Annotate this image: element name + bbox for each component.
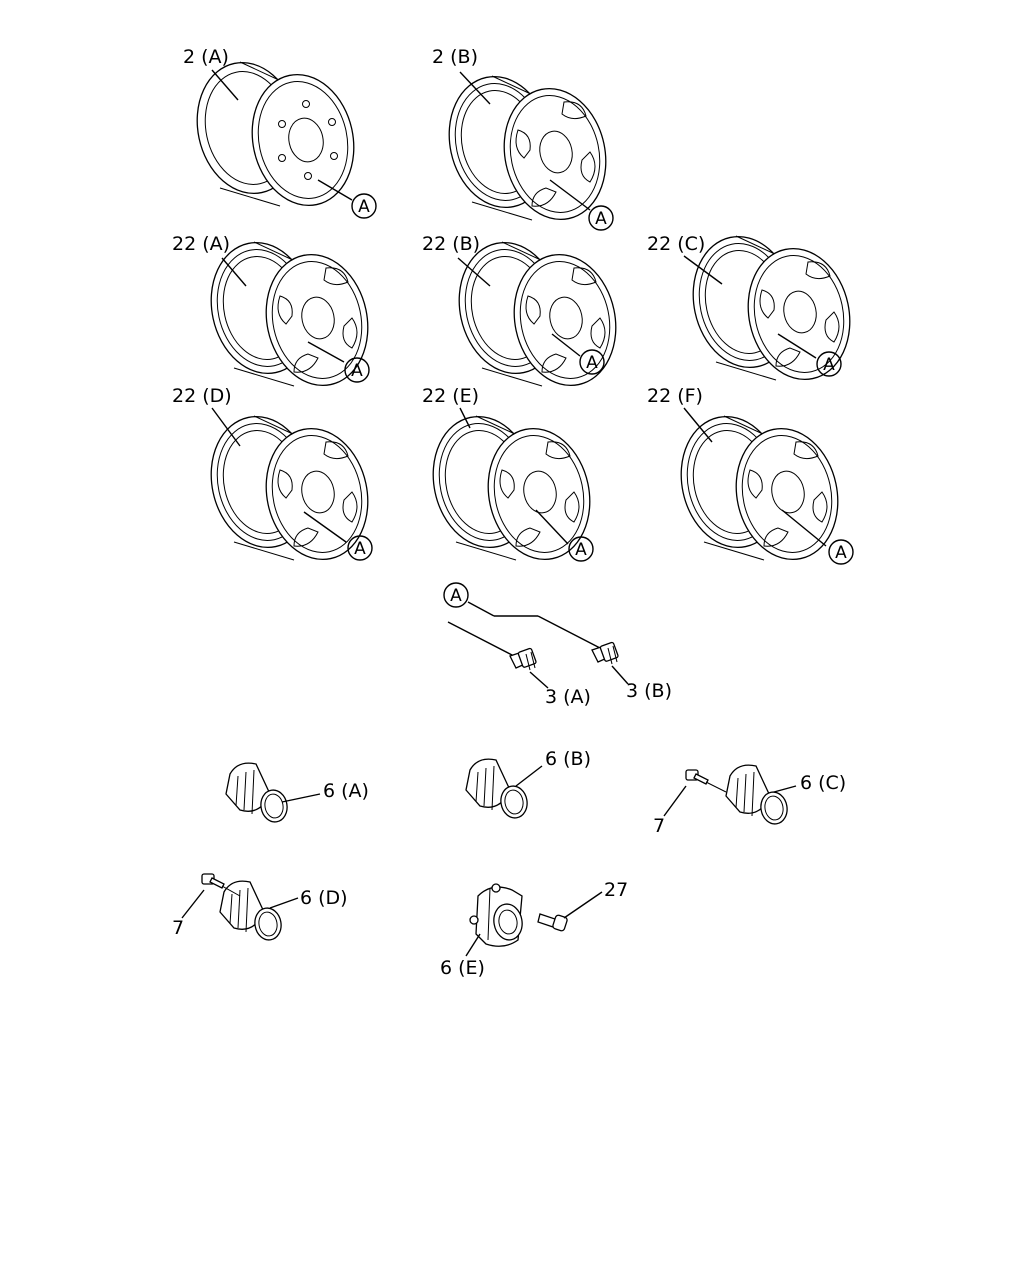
center-cap-6c: 6 (C): [725, 764, 846, 827]
wheel-22a-label: 22 (A): [172, 233, 230, 255]
ref-marker-a: A: [595, 209, 607, 229]
center-cap-6c-label: 6 (C): [800, 772, 846, 794]
ref-marker-a: A: [586, 353, 598, 373]
center-cap-6b-label: 6 (B): [545, 748, 591, 770]
wheel-22e-label: 22 (E): [422, 385, 479, 407]
wheel-22e: 22 (E) A: [420, 385, 603, 570]
wheel-22c-label: 22 (C): [647, 233, 705, 255]
lug-nut-3b: 3 (B): [591, 641, 672, 702]
center-cap-6a: 6 (A): [225, 762, 369, 825]
wheel-22f-label: 22 (F): [647, 385, 703, 407]
wheel-2b-label: 2 (B): [432, 46, 478, 68]
ref-marker-a: A: [835, 543, 847, 563]
wheel-22a: 22 (A) A: [172, 232, 381, 396]
bolt-7-upper: 7: [653, 769, 727, 837]
bolt-7-lower: 7: [172, 873, 241, 939]
screw-27: 27: [537, 879, 628, 932]
ref-marker-a: A: [354, 539, 366, 559]
lug-nut-3a-label: 3 (A): [545, 686, 591, 708]
screw-27-label: 27: [604, 879, 628, 901]
center-cap-6a-label: 6 (A): [323, 780, 369, 802]
bolt-7-upper-label: 7: [653, 815, 665, 837]
ref-marker-a: A: [351, 361, 363, 381]
center-cap-6b: 6 (B): [465, 748, 591, 821]
center-cap-6e-label: 6 (E): [440, 957, 485, 979]
wheel-22b: 22 (B) A: [422, 232, 629, 396]
lug-nut-3b-label: 3 (B): [626, 680, 672, 702]
wheel-22c: 22 (C) A: [647, 226, 863, 390]
lug-nut-group: A: [443, 582, 601, 657]
center-cap-6d-label: 6 (D): [300, 887, 348, 909]
ref-marker-a: A: [450, 586, 462, 606]
ref-marker-a: A: [575, 540, 587, 560]
wheel-22d: 22 (D) A: [172, 385, 381, 570]
ref-marker-a: A: [823, 355, 835, 375]
wheel-2a: 2 (A) A: [183, 46, 377, 219]
wheel-22f: 22 (F) A: [647, 385, 854, 570]
wheel-2b: 2 (B) A: [432, 46, 619, 231]
center-cap-6e: 6 (E): [440, 883, 523, 979]
wheel-22d-label: 22 (D): [172, 385, 232, 407]
wheel-22b-label: 22 (B): [422, 233, 480, 255]
bolt-7-lower-label: 7: [172, 917, 184, 939]
center-cap-6d: 6 (D): [219, 880, 348, 943]
ref-marker-a: A: [358, 197, 370, 217]
lug-nut-3a: 3 (A): [509, 647, 591, 708]
wheel-2a-label: 2 (A): [183, 46, 229, 68]
